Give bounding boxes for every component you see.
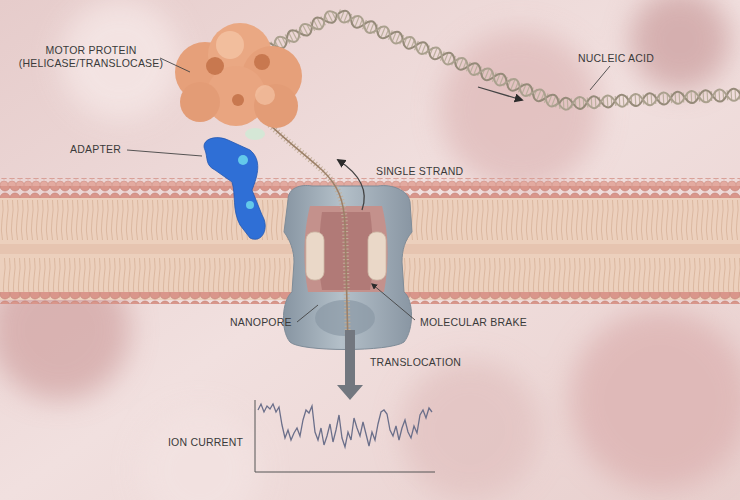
dna-double-helix-part	[559, 88, 740, 110]
dna-double-helix-part-part	[559, 88, 740, 110]
part-label: TRANSLOCATION	[370, 356, 461, 369]
leader-lines-part	[297, 305, 318, 322]
single-strand	[258, 112, 348, 345]
background-part-part	[630, 0, 730, 90]
dna-double-helix-part-part	[338, 14, 559, 103]
motor-protein-part	[232, 94, 244, 106]
dna-double-helix-part	[336, 8, 561, 108]
leader-lines-part	[478, 87, 522, 100]
motor-protein-part	[254, 54, 270, 70]
adapter-protein	[204, 128, 265, 239]
ion-current-plot	[255, 400, 435, 472]
motor-protein-part	[254, 84, 298, 128]
part-label: SINGLE STRAND	[376, 165, 463, 178]
part-label: MOLECULAR BRAKE	[420, 316, 527, 329]
leader-lines-part	[160, 58, 190, 72]
leader-lines-part	[590, 66, 610, 90]
part-label: ION CURRENT	[168, 436, 243, 449]
background-part-part	[570, 310, 740, 490]
nanopore-protein-part	[306, 232, 324, 280]
adapter-protein-part	[246, 201, 254, 209]
leader-lines-part	[372, 284, 415, 320]
dna-double-helix-part-part	[559, 88, 740, 110]
motor-protein-part	[180, 82, 220, 122]
adapter-protein-part	[245, 128, 265, 140]
background-part-part	[440, 30, 600, 190]
part-label: NUCLEIC ACID	[578, 52, 654, 65]
dna-double-helix-part-part	[336, 8, 561, 108]
translocation-arrow-part	[337, 330, 363, 400]
dna-double-helix-part-part	[336, 8, 561, 108]
motor-protein-part	[255, 85, 275, 105]
motor-protein-part	[216, 31, 244, 59]
single-strand-part	[258, 112, 348, 345]
single-strand-part	[258, 112, 348, 345]
part-label: NANOPORE	[230, 316, 292, 329]
nanopore-protein-part	[368, 232, 386, 280]
leader-lines-part	[338, 160, 364, 210]
motor-protein	[175, 23, 302, 128]
motor-protein-part	[206, 57, 224, 75]
background-part-part	[140, 410, 260, 500]
ion-current-plot-part	[255, 400, 435, 472]
background-part-part	[400, 360, 540, 500]
translocation-arrow	[337, 330, 363, 400]
dna-double-helix	[259, 8, 740, 110]
leader-lines-part	[127, 150, 202, 156]
ion-current-plot-part	[258, 404, 432, 447]
adapter-protein-part	[204, 138, 265, 240]
leader-lines	[127, 58, 610, 322]
part-label: MOTOR PROTEIN (HELICASE/TRANSLOCASE)	[16, 44, 166, 70]
part-label: ADAPTER	[70, 143, 121, 156]
adapter-protein-part	[238, 155, 248, 165]
